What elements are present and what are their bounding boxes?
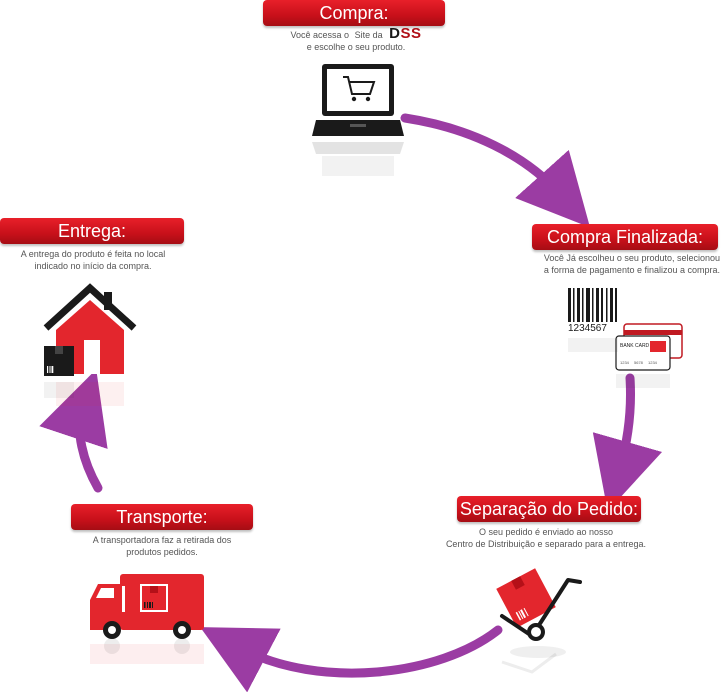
entrega-line1: A entrega do produto é feita no local bbox=[20, 249, 166, 259]
separacao-title-banner: Separação do Pedido: bbox=[457, 496, 641, 522]
card-number-2: 5678 bbox=[634, 360, 644, 365]
barcode-icon bbox=[568, 288, 617, 322]
card-number-1: 1234 bbox=[620, 360, 630, 365]
arrow-compra-to-finalizada bbox=[400, 113, 591, 228]
arrow-finalizada-to-separacao bbox=[592, 373, 663, 512]
transporte-line1: A transportadora faz a retirada dos bbox=[92, 535, 232, 545]
separacao-title: Separação do Pedido: bbox=[459, 499, 639, 519]
arrow-transporte-to-entrega bbox=[39, 369, 108, 493]
house-icon bbox=[43, 283, 137, 406]
card-label: BANK CARD bbox=[620, 343, 650, 349]
compra-line1-site: Site da bbox=[354, 30, 383, 40]
transporte-line2: produtos pedidos. bbox=[126, 547, 198, 557]
laptop-cart-icon bbox=[312, 64, 404, 176]
finalizada-line2: a forma de pagamento e finalizou a compr… bbox=[543, 265, 720, 275]
transporte-title: Transporte: bbox=[116, 507, 208, 527]
compra-line1-prefix: Você acessa o bbox=[290, 30, 350, 40]
compra-description: Você acessa o Site da DSS e escolhe o se… bbox=[238, 25, 474, 53]
compra-title: Compra: bbox=[319, 3, 389, 23]
entrega-title-banner: Entrega: bbox=[0, 218, 184, 244]
finalizada-title-banner: Compra Finalizada: bbox=[532, 224, 718, 250]
delivery-truck-icon bbox=[90, 574, 204, 664]
transporte-description: A transportadora faz a retirada dos prod… bbox=[66, 534, 258, 558]
finalizada-line1: Você Já escolheu o seu produto, selecion… bbox=[543, 253, 720, 263]
card-number-3: 1234 bbox=[648, 360, 658, 365]
dss-logo-rest: SS bbox=[400, 25, 422, 42]
arrow-separacao-to-transporte bbox=[200, 625, 503, 693]
finalizada-description: Você Já escolheu o seu produto, selecion… bbox=[504, 252, 720, 276]
barcode-card-icon: 1234567 BANK CARD 1234 5678 1234 bbox=[568, 288, 683, 388]
dss-logo-first-letter: D bbox=[389, 25, 401, 42]
separacao-line1: O seu pedido é enviado ao nosso bbox=[478, 527, 614, 537]
entrega-title: Entrega: bbox=[57, 221, 127, 241]
entrega-description: A entrega do produto é feita no local in… bbox=[0, 248, 186, 272]
compra-line2: e escolhe o seu produto. bbox=[306, 42, 406, 52]
dss-logo: DSS bbox=[389, 25, 421, 42]
separacao-line2: Centro de Distribuição e separado para a… bbox=[445, 539, 647, 549]
compra-title-banner: Compra: bbox=[263, 0, 445, 26]
barcode-number: 1234567 bbox=[568, 323, 607, 334]
transporte-title-banner: Transporte: bbox=[71, 504, 253, 530]
entrega-line2: indicado no início da compra. bbox=[34, 261, 152, 271]
hand-truck-icon bbox=[496, 568, 582, 674]
separacao-description: O seu pedido é enviado ao nosso Centro d… bbox=[428, 526, 664, 550]
finalizada-title: Compra Finalizada: bbox=[546, 227, 704, 247]
